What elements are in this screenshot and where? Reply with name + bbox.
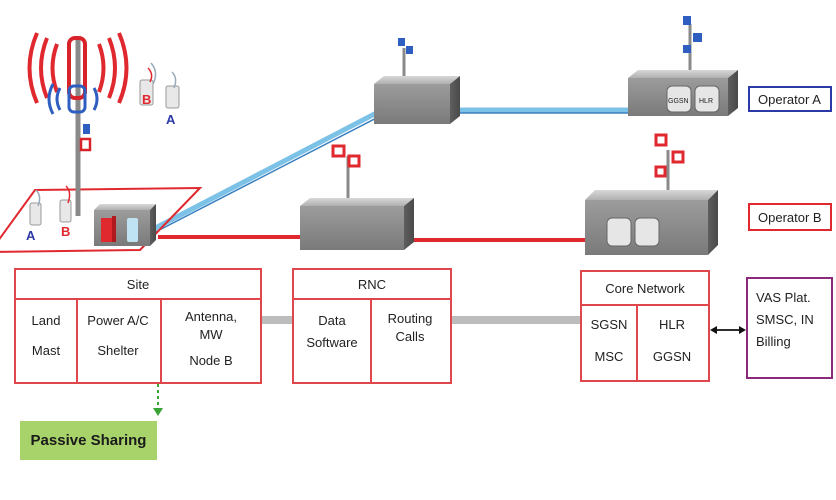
phone-icon [139,62,157,106]
site-node-b: Node B [189,353,233,368]
rnc-operator-a-equipment [374,38,460,124]
core-ggsn: GGSN [652,349,692,364]
phone-icon [29,189,42,226]
operator-a-link [138,105,628,241]
operator-b-label: Operator B [748,203,832,231]
rnc-operator-b-equipment [300,144,414,250]
operator-b-link [158,235,585,242]
site-mast: Mast [31,343,61,358]
site-mw: MW [199,327,223,342]
site-land: Land [31,313,61,328]
operator-a-phone-label: A [26,228,36,243]
core-operator-b-equipment [585,133,718,255]
core-operator-a-equipment [628,16,738,116]
rnc-box: RNC Data Software Routing Calls [292,268,452,384]
node-b-cabinet [94,204,156,246]
rnc-routing: Routing [387,311,433,326]
rnc-calls: Calls [395,329,425,344]
site-platform [0,186,203,253]
double-arrow-icon [710,326,746,334]
site-shelter: Shelter [97,343,139,358]
vas-smsc-in: SMSC, IN [756,312,814,327]
operator-a-label: Operator A [748,86,832,112]
passive-sharing-label: Passive Sharing [20,421,157,460]
operator-b-phone-label: B [142,92,151,107]
vas-billing: Billing [756,334,791,349]
hlr-server-label: HLR [699,98,713,105]
core-msc: MSC [594,349,624,364]
passive-sharing-arrow [153,384,163,416]
rnc-data: Data [318,313,346,328]
vas-platform-box: VAS Plat. SMSC, IN Billing [746,277,833,379]
vas-plat: VAS Plat. [756,290,811,305]
site-title: Site [16,270,260,300]
core-sgsn: SGSN [590,317,628,332]
site-power-ac: Power A/C [87,313,149,328]
core-hlr: HLR [658,317,685,332]
radio-tower-icon [27,32,129,216]
site-antenna: Antenna, [184,309,238,324]
core-network-title: Core Network [582,272,708,306]
rnc-software: Software [306,335,358,350]
rnc-core-connector [452,316,580,324]
ggsn-server-label: GGSN [668,98,689,105]
site-box: Site Land Mast Power A/C Shelter Antenna… [14,268,262,384]
operator-a-phone-label: A [166,112,176,127]
phone-icon [165,71,180,109]
operator-b-phone-label: B [61,224,70,239]
core-network-box: Core Network SGSN MSC HLR GGSN [580,270,710,382]
rnc-title: RNC [294,270,450,300]
site-rnc-connector [260,316,292,324]
phone-icon [59,185,72,223]
